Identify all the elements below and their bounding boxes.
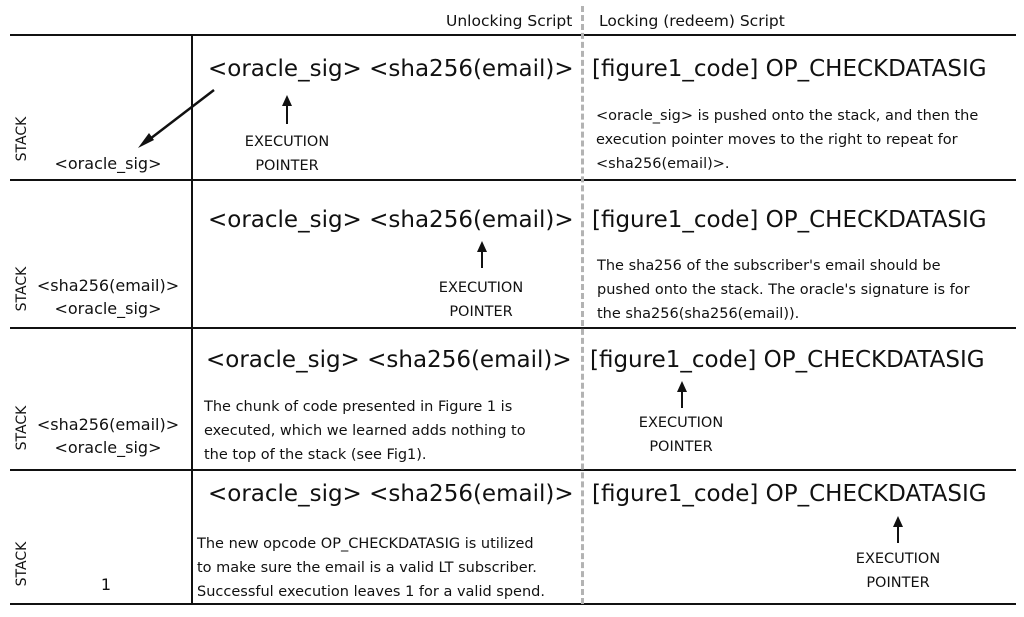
row-divider-bottom [10,603,1016,605]
unlocking-script-text: <oracle_sig> <sha256(email)> [208,56,574,82]
stack-item: <sha256(email)> [36,415,180,434]
step-description: The sha256 of the subscriber's email sho… [597,258,970,322]
step-description: <oracle_sig> is pushed onto the stack, a… [596,108,979,172]
row-divider-top [10,34,1016,36]
push-arrow-icon [138,89,215,148]
stack-column-divider [191,35,193,605]
stack-contents: <sha256(email)> <oracle_sig> [28,413,188,459]
step-description: The chunk of code presented in Figure 1 … [204,399,526,463]
stack-item: <oracle_sig> [54,154,162,173]
stack-item: <oracle_sig> [54,299,162,318]
stack-contents: 1 [26,573,186,596]
locking-script-text: [figure1_code] OP_CHECKDATASIG [592,207,987,233]
pointer-arrow-icon [477,241,487,268]
execution-pointer-label: EXECUTION POINTER [638,415,724,455]
locking-script-text: [figure1_code] OP_CHECKDATASIG [592,56,987,82]
locking-script-text: [figure1_code] OP_CHECKDATASIG [592,481,987,507]
pointer-arrow-icon [893,516,903,543]
pointer-arrow-icon [282,95,292,124]
locking-script-text: [figure1_code] OP_CHECKDATASIG [590,347,985,373]
row-divider-2 [10,327,1016,329]
header-locking-script: Locking (redeem) Script [599,12,785,30]
row-divider-3 [10,469,1016,471]
pointer-arrow-icon [677,381,687,408]
script-dashed-divider [581,6,584,604]
execution-pointer-label: EXECUTION POINTER [438,280,524,320]
stack-item: 1 [100,575,112,594]
stack-contents: <oracle_sig> [28,152,188,175]
execution-pointer-label: EXECUTION POINTER [244,134,330,174]
unlocking-script-text: <oracle_sig> <sha256(email)> [208,207,574,233]
stack-item: <sha256(email)> [36,276,180,295]
unlocking-script-text: <oracle_sig> <sha256(email)> [206,347,572,373]
stack-item: <oracle_sig> [54,438,162,457]
header-unlocking-script: Unlocking Script [446,12,573,30]
stack-contents: <sha256(email)> <oracle_sig> [28,274,188,320]
step-description: The new opcode OP_CHECKDATASIG is utiliz… [197,536,545,600]
execution-pointer-label: EXECUTION POINTER [855,551,941,591]
unlocking-script-text: <oracle_sig> <sha256(email)> [208,481,574,507]
row-divider-1 [10,179,1016,181]
